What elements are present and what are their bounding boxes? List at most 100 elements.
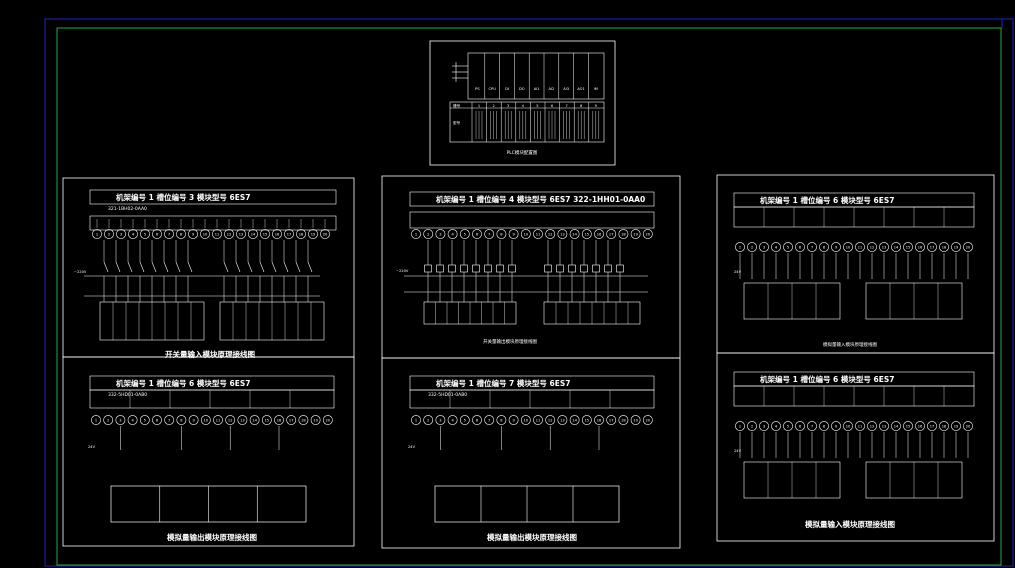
- p1-voltage: ~220V: [74, 270, 87, 274]
- terminal-number: 19: [313, 418, 318, 422]
- terminal-number: 3: [763, 424, 765, 428]
- terminal-number: 16: [918, 245, 923, 249]
- terminal-number: 20: [326, 418, 331, 422]
- terminal-number: 2: [751, 424, 753, 428]
- terminal-number: 8: [823, 424, 826, 428]
- terminal: [903, 242, 913, 252]
- terminal: [915, 242, 925, 252]
- terminal: [225, 415, 236, 425]
- terminal-number: 20: [966, 424, 971, 428]
- frame-left-bottom: [62, 356, 355, 547]
- terminal-number: 16: [275, 232, 280, 236]
- terminal: [152, 415, 162, 425]
- terminal: [843, 242, 853, 252]
- terminal: [213, 415, 223, 425]
- terminal: [927, 242, 937, 252]
- terminal-number: 19: [311, 232, 316, 236]
- terminal-number: 19: [633, 418, 638, 422]
- terminal-number: 15: [585, 232, 590, 236]
- terminal-number: 8: [180, 232, 183, 236]
- terminal-number: 3: [763, 245, 765, 249]
- terminal: [569, 229, 580, 239]
- terminal-number: 15: [906, 424, 911, 428]
- terminal: [423, 415, 434, 425]
- terminal-number: 18: [942, 245, 947, 249]
- terminal: [855, 242, 865, 252]
- terminal: [128, 229, 138, 239]
- terminal-number: 9: [192, 418, 195, 422]
- terminal-number: 17: [289, 418, 294, 422]
- terminal: [783, 421, 793, 431]
- terminal-number: 6: [476, 232, 479, 236]
- terminal-number: 6: [476, 418, 479, 422]
- terminal: [819, 242, 829, 252]
- terminal: [807, 421, 817, 431]
- terminal-number: 3: [439, 232, 441, 236]
- terminal: [771, 421, 781, 431]
- terminal: [915, 421, 925, 431]
- terminal-number: 20: [323, 232, 328, 236]
- terminal: [164, 415, 175, 425]
- terminal: [200, 229, 210, 239]
- terminal-number: 8: [500, 418, 503, 422]
- terminal: [795, 242, 805, 252]
- terminal: [963, 421, 973, 431]
- terminal: [274, 415, 284, 425]
- terminal-number: 17: [287, 232, 292, 236]
- terminal: [104, 229, 114, 239]
- p4-order-number: 332-5HD01-0AB0: [108, 392, 147, 398]
- terminal-number: 13: [239, 232, 244, 236]
- p4-voltage: 24V: [88, 445, 96, 449]
- cfg-slot-5: 5: [536, 104, 538, 108]
- slot-label-0: PS: [475, 87, 480, 91]
- terminal-number: 12: [870, 245, 875, 249]
- terminal-number: 12: [870, 424, 875, 428]
- terminal: [642, 415, 653, 425]
- p5-caption: 模拟量输出模块原理接线图: [487, 532, 577, 542]
- terminal-number: 9: [835, 424, 838, 428]
- terminal: [188, 415, 199, 425]
- terminal-number: 16: [597, 418, 602, 422]
- terminal: [236, 229, 246, 239]
- terminal: [435, 229, 446, 239]
- terminal: [618, 229, 629, 239]
- terminal: [618, 415, 629, 425]
- terminal: [224, 229, 234, 239]
- terminal-number: 16: [918, 424, 923, 428]
- terminal-number: 10: [524, 232, 529, 236]
- terminal: [249, 415, 260, 425]
- terminal-number: 3: [119, 418, 121, 422]
- terminal: [200, 415, 211, 425]
- terminal: [819, 421, 829, 431]
- p4-title: 机架编号 1 槽位编号 6 模块型号 6ES7: [116, 378, 250, 388]
- terminal-number: 12: [548, 418, 553, 422]
- terminal: [140, 229, 150, 239]
- terminal-number: 2: [751, 245, 753, 249]
- terminal: [606, 229, 617, 239]
- terminal: [139, 415, 150, 425]
- terminal: [164, 229, 174, 239]
- terminal-number: 18: [301, 418, 306, 422]
- terminal-number: 1: [739, 424, 741, 428]
- frame-middle-bottom: [381, 357, 681, 549]
- terminal: [127, 415, 138, 425]
- terminal: [951, 421, 961, 431]
- terminal-number: 1: [95, 418, 97, 422]
- cfg-slot-2: 2: [492, 104, 494, 108]
- terminal: [260, 229, 270, 239]
- outer-border: [44, 18, 1014, 567]
- terminal-number: 6: [799, 245, 802, 249]
- terminal: [783, 242, 793, 252]
- terminal: [152, 229, 162, 239]
- terminal-number: 5: [464, 232, 466, 236]
- p3-caption: 模拟量输入模块原理接线图: [823, 341, 877, 348]
- terminal-number: 5: [787, 245, 789, 249]
- terminal: [176, 229, 186, 239]
- frame-right-bottom: [716, 352, 995, 542]
- terminal-number: 11: [536, 232, 541, 236]
- terminal: [459, 415, 470, 425]
- terminal-number: 16: [277, 418, 282, 422]
